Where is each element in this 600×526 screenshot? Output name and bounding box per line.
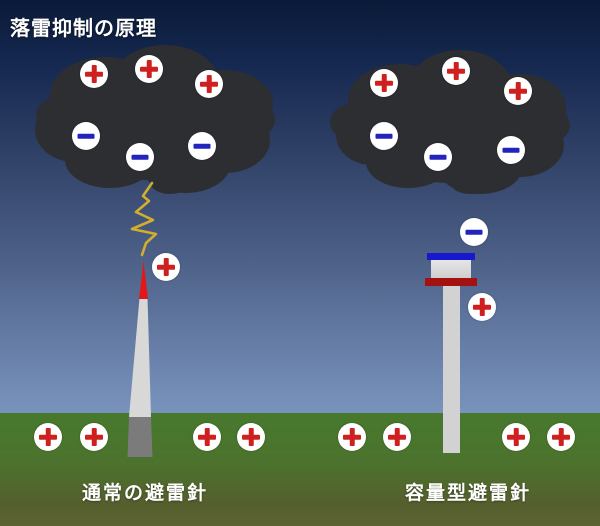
plus-symbol-vertical [91,428,97,446]
minus-symbol [502,147,520,153]
charge-plus [152,253,180,281]
charge-plus [80,60,108,88]
plus-symbol-vertical [45,428,51,446]
charge-plus [383,423,411,451]
charge-minus [424,143,452,171]
plus-symbol-vertical [91,65,97,83]
minus-symbol [193,143,211,149]
charge-plus [193,423,221,451]
charge-plus [442,57,470,85]
charge-minus [497,136,525,164]
normal-rod-red-tip [139,261,148,299]
plus-symbol-vertical [381,74,387,92]
capacitive-rod-pole [443,286,460,453]
capacitive-rod-cap-red-plate [425,278,477,286]
label-capacitive-rod: 容量型避雷針 [404,482,532,504]
minus-symbol [131,154,149,160]
charge-plus [547,423,575,451]
normal-rod-body [129,298,151,417]
plus-symbol-vertical [558,428,564,446]
plus-symbol-vertical [479,298,485,316]
charge-plus [504,77,532,105]
capacitive-rod-cap-body [431,260,471,278]
charge-plus [34,423,62,451]
plus-symbol-vertical [206,75,212,93]
plus-symbol-vertical [513,428,519,446]
charge-plus [135,55,163,83]
charge-plus [195,70,223,98]
capacitive-rod-cap-blue-plate [427,253,475,260]
plus-symbol-vertical [204,428,210,446]
label-normal-rod: 通常の避雷針 [81,482,209,504]
charge-minus [126,143,154,171]
plus-symbol-vertical [146,60,152,78]
minus-symbol [429,154,447,160]
charge-plus [468,293,496,321]
plus-symbol-vertical [163,258,169,276]
charge-minus [370,122,398,150]
plus-symbol-vertical [394,428,400,446]
plus-symbol-vertical [248,428,254,446]
charge-plus [502,423,530,451]
plus-symbol-vertical [453,62,459,80]
diagram-title: 落雷抑制の原理 [10,16,157,40]
minus-symbol [465,229,483,235]
charge-minus [188,132,216,160]
minus-symbol [375,133,393,139]
plus-symbol-vertical [515,82,521,100]
charge-plus [80,423,108,451]
charge-plus [370,69,398,97]
charge-plus [237,423,265,451]
minus-symbol [77,133,95,139]
charge-minus [460,218,488,246]
charge-minus [72,122,100,150]
charge-plus [338,423,366,451]
normal-rod-base-underground [127,417,153,457]
plus-symbol-vertical [349,428,355,446]
